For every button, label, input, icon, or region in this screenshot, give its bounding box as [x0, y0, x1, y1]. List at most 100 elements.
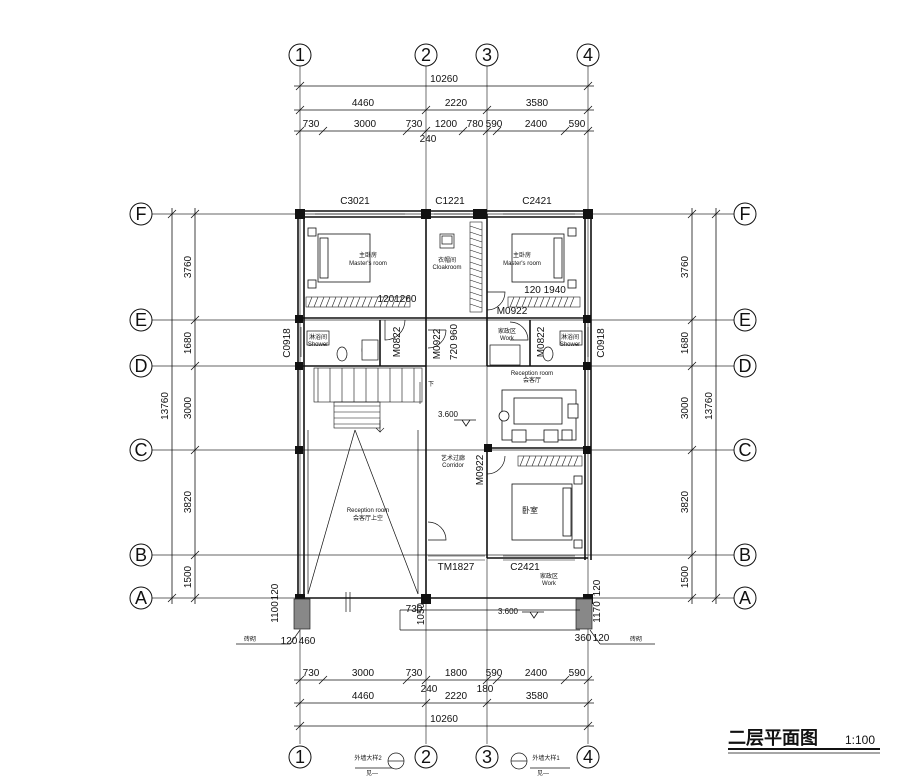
- dim-right-s5: 1500: [680, 565, 691, 588]
- room-reception-void-zh: 会客厅上空: [353, 514, 383, 522]
- window-lines: [297, 210, 592, 561]
- cloakroom-chair: [439, 233, 455, 249]
- dim-lines-bottom: [294, 675, 594, 731]
- axis-left-C: C: [135, 440, 148, 460]
- dim-left-s2: 1680: [183, 331, 194, 354]
- dim-bottom-mid-2: 2220: [445, 691, 468, 702]
- dim-left-s5: 1500: [183, 565, 194, 588]
- dim-left-total: 13760: [160, 392, 171, 420]
- room-reception-right-zh: 会客厅: [523, 376, 541, 384]
- dim-top-d2: 3000: [354, 119, 377, 130]
- room-master-right-zh: 主卧房: [513, 251, 531, 259]
- dim-top-d6: 590: [486, 119, 503, 130]
- dim-right-s3: 3000: [680, 396, 691, 419]
- dim-bottom-d4: 1800: [445, 668, 468, 679]
- dim-bottom-d7: 590: [569, 668, 586, 679]
- axis-right-E: E: [739, 310, 751, 330]
- dim-left-s4: 3820: [183, 490, 194, 513]
- dim-bottom-d6: 2400: [525, 668, 548, 679]
- dim-lines-left: [167, 208, 200, 604]
- room-corridor-zh: 艺术过廊: [441, 454, 465, 462]
- inner-dim-1201260: 1201260: [378, 294, 417, 305]
- elevation-balcony: 3.600: [498, 607, 519, 616]
- dim-top-d1: 730: [303, 119, 320, 130]
- beds: [307, 227, 583, 549]
- dim-bottom-d1: 730: [303, 668, 320, 679]
- door-m0922-top: M0922: [497, 306, 528, 317]
- axis-right-A: A: [739, 588, 751, 608]
- detail-circles: [387, 752, 528, 770]
- dim-bottom-d2: 3000: [352, 668, 375, 679]
- dim-bottom-d5: 590: [486, 668, 503, 679]
- bathroom-fixtures: [306, 330, 583, 366]
- wardrobes: [305, 221, 583, 467]
- room-master-left-zh: 主卧房: [359, 251, 377, 259]
- dim-bottom-extra-1: 240: [421, 684, 438, 695]
- axis-left-E: E: [135, 310, 147, 330]
- brick-piers: [293, 598, 593, 630]
- axis-top-4: 4: [583, 45, 593, 65]
- door-tm1827: TM1827: [438, 562, 475, 573]
- axis-left-F: F: [136, 204, 147, 224]
- axis-bottom-4: 4: [583, 747, 593, 767]
- inner-dim-720-960: 720 960: [449, 323, 460, 360]
- void-outline: [307, 429, 419, 595]
- room-master-right-en: Master's room: [503, 261, 541, 267]
- axis-left-D: D: [135, 356, 148, 376]
- dim-top-d8: 590: [569, 119, 586, 130]
- room-reception-right-en: Reception room: [511, 371, 553, 377]
- door-swings: [384, 291, 529, 541]
- room-shower-left-en: Shower: [308, 342, 328, 348]
- dim-right-off-2: 1170: [592, 601, 603, 623]
- axis-right-B: B: [739, 545, 751, 565]
- detail-left-name: 外墙大样2: [354, 754, 382, 762]
- dim-left-s3: 3000: [183, 396, 194, 419]
- dim-top-d7: 2400: [525, 119, 548, 130]
- right-small-360: 360: [575, 633, 592, 644]
- window-c1221: C1221: [435, 196, 465, 207]
- dim-top-extra: 240: [420, 134, 437, 145]
- door-m0822-left: M0822: [392, 326, 403, 357]
- elevation-main: 3.600: [438, 410, 459, 419]
- axis-bottom-2: 2: [421, 747, 431, 767]
- dim-right-s1: 3760: [680, 255, 691, 278]
- axis-bubbles-bottom: [288, 745, 600, 769]
- detail-left-code: 见—: [366, 770, 378, 777]
- stair-down-label: 下: [428, 381, 434, 388]
- axis-right-F: F: [740, 204, 751, 224]
- room-corridor-en: Corridor: [442, 463, 464, 469]
- dim-top-mid-3: 3580: [526, 98, 549, 109]
- balcony-dim-730: 730: [406, 604, 423, 615]
- detail-right-code: 见—: [537, 770, 549, 777]
- room-work-bottom-zh: 家政区: [540, 572, 558, 580]
- door-m0922-corr: M0922: [475, 454, 486, 485]
- axis-bubbles-right: [733, 202, 757, 610]
- dim-bottom-mid-1: 4460: [352, 691, 375, 702]
- axis-top-1: 1: [295, 45, 305, 65]
- axis-bubbles-left: [129, 202, 153, 610]
- dim-top-d5: 780: [467, 119, 484, 130]
- room-cloakroom-en: Cloakroom: [432, 265, 461, 271]
- window-c0918-right: C0918: [596, 328, 607, 358]
- dim-top-d3: 730: [406, 119, 423, 130]
- room-master-left-en: Master's room: [349, 261, 387, 267]
- drawing-scale: 1:100: [845, 733, 875, 747]
- dim-bottom-extra-2: 180: [477, 684, 494, 695]
- window-c3021: C3021: [340, 196, 370, 207]
- dim-right-total: 13760: [704, 392, 715, 420]
- staircase: [313, 367, 423, 433]
- axis-bottom-3: 3: [482, 747, 492, 767]
- side-label-right: 砖砌: [630, 635, 642, 643]
- dim-left-off-2: 1100: [270, 601, 281, 623]
- window-c0918-left: C0918: [282, 328, 293, 358]
- balcony-dim-1050: 1050: [416, 602, 427, 625]
- door-m0922-mid: M0922: [432, 328, 443, 359]
- dim-lines-right: [687, 208, 721, 604]
- dim-top-mid-1: 4460: [352, 98, 375, 109]
- axis-grid: [152, 66, 740, 744]
- dim-right-s4: 3820: [680, 490, 691, 513]
- room-work-bottom-en: Work: [542, 581, 557, 587]
- dim-bottom-mid-3: 3580: [526, 691, 549, 702]
- room-shower-right-zh: 淋浴间: [561, 333, 579, 341]
